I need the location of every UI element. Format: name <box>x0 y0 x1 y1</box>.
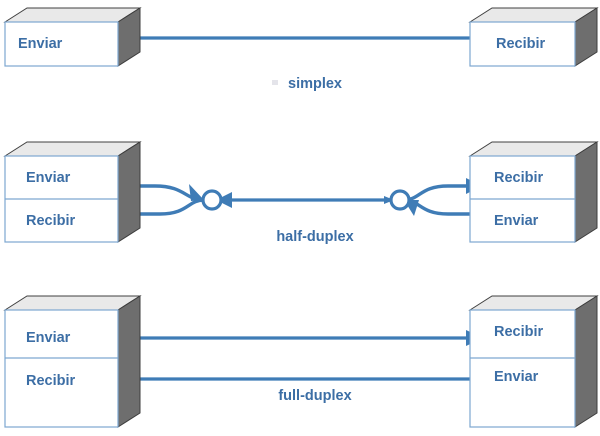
connection-halfduplex-center <box>216 192 396 208</box>
mode-label-half-duplex: half-duplex <box>276 229 353 245</box>
junction-node-left[interactable] <box>201 189 223 211</box>
box-label-enviar: Enviar <box>494 213 539 229</box>
box-simplex-left[interactable]: Enviar <box>3 7 142 67</box>
section-half-duplex: Enviar Recibir Recibir Enviar half-duple… <box>3 141 599 245</box>
box-fullduplex-left[interactable]: Enviar Recibir <box>3 295 142 428</box>
box-side-face <box>117 295 141 428</box>
arrow-tail-right-icon <box>384 196 394 204</box>
box-fullduplex-right[interactable]: Recibir Enviar <box>468 295 599 428</box>
box-label-enviar: Enviar <box>26 170 71 186</box>
mode-label-full-duplex: full-duplex <box>278 388 351 404</box>
box-side-face <box>574 295 598 428</box>
box-side-face <box>574 141 598 243</box>
connection-simplex-forward <box>112 30 500 46</box>
connection-curve <box>402 184 468 202</box>
connection-fullduplex-reverse <box>120 371 470 387</box>
box-label-enviar: Enviar <box>494 369 539 385</box>
mode-label-simplex: simplex <box>288 76 342 92</box>
connection-halfduplex-right-in <box>402 198 472 216</box>
section-full-duplex: Enviar Recibir Recibir Enviar full-duple… <box>3 295 599 428</box>
connection-fullduplex-forward <box>121 330 483 346</box>
box-label-recibir: Recibir <box>496 36 546 52</box>
box-label-recibir: Recibir <box>26 373 76 389</box>
box-halfduplex-right[interactable]: Recibir Enviar <box>468 141 599 243</box>
box-label-recibir: Recibir <box>494 170 544 186</box>
arrow-head-left-icon <box>216 192 232 208</box>
box-top-face <box>3 295 142 311</box>
box-front-face <box>469 21 576 67</box>
arrow-head-junction-icon <box>189 184 204 201</box>
box-halfduplex-left[interactable]: Enviar Recibir <box>3 141 142 243</box>
box-label-enviar: Enviar <box>18 36 63 52</box>
box-simplex-right[interactable]: Recibir <box>468 7 599 67</box>
box-front-face <box>4 21 119 67</box>
box-front-face <box>4 309 119 428</box>
box-top-face <box>3 141 142 157</box>
box-top-face <box>3 7 142 23</box>
box-side-face <box>117 141 141 243</box>
connection-curve <box>134 198 206 216</box>
box-front-face <box>469 309 576 428</box>
artifact-smudge <box>272 80 278 85</box>
box-label-recibir: Recibir <box>494 324 544 340</box>
box-label-recibir: Recibir <box>26 213 76 229</box>
junction-node-right[interactable] <box>389 189 411 211</box>
section-simplex: Enviar Recibir simplex <box>3 7 599 92</box>
box-label-enviar: Enviar <box>26 330 71 346</box>
